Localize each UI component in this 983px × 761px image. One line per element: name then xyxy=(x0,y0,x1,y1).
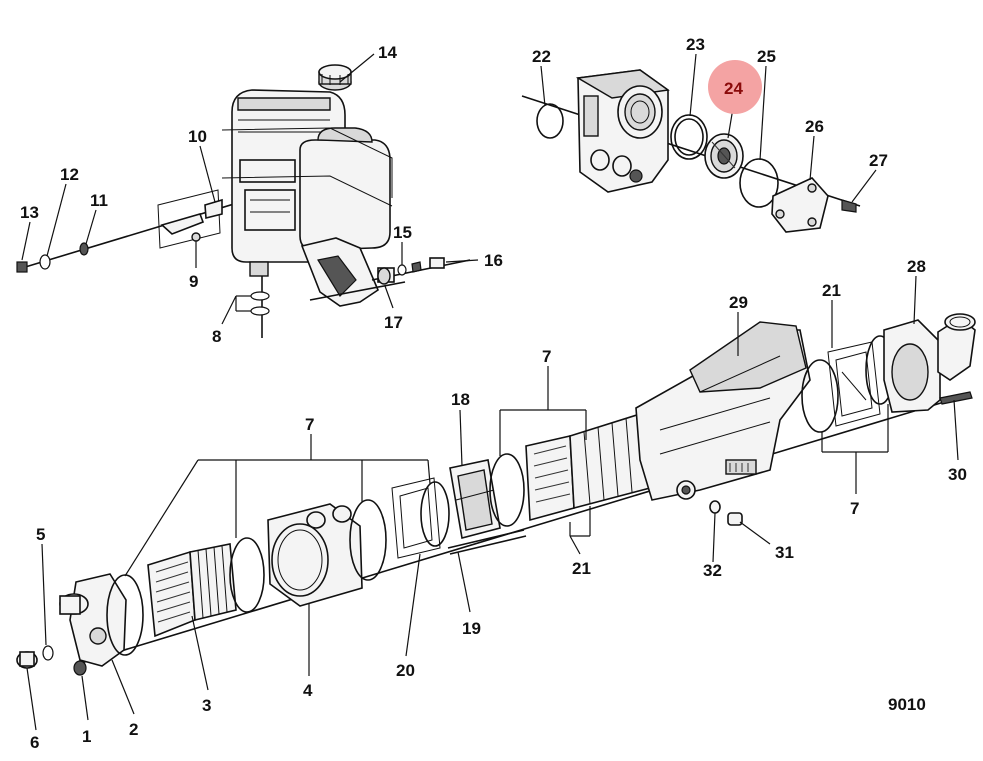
callout-19: 19 xyxy=(462,619,481,638)
callout-21-top: 21 xyxy=(822,281,841,300)
callout-highlight-24 xyxy=(708,60,762,114)
callout-8: 8 xyxy=(212,327,221,346)
callout-25: 25 xyxy=(757,47,776,66)
callout-24: 24 xyxy=(724,79,743,98)
callout-6: 6 xyxy=(30,733,39,752)
callout-11: 11 xyxy=(90,191,108,210)
callout-10: 10 xyxy=(188,127,207,146)
callout-27: 27 xyxy=(869,151,888,170)
callout-31: 31 xyxy=(775,543,794,562)
grille-3 xyxy=(155,561,191,623)
callout-28: 28 xyxy=(907,257,926,276)
callout-18: 18 xyxy=(451,390,470,409)
callout-14: 14 xyxy=(378,43,397,62)
callout-9: 9 xyxy=(189,272,198,291)
callout-labels: 1 2 3 4 5 6 7 7 7 8 9 10 11 12 13 14 15 … xyxy=(20,35,967,752)
grille-21 xyxy=(533,445,571,503)
callout-22: 22 xyxy=(532,47,551,66)
callout-12: 12 xyxy=(60,165,79,184)
callout-15: 15 xyxy=(393,223,412,242)
callout-2: 2 xyxy=(129,720,138,739)
callout-32: 32 xyxy=(703,561,722,580)
callout-1: 1 xyxy=(82,727,91,746)
callout-3: 3 xyxy=(202,696,211,715)
heat-exchanger-assembly xyxy=(16,313,976,676)
callout-4: 4 xyxy=(303,681,313,700)
callout-23: 23 xyxy=(686,35,705,54)
thermostat-housing-assembly xyxy=(521,69,861,233)
callout-7-right: 7 xyxy=(850,499,859,518)
callout-16: 16 xyxy=(484,251,503,270)
reservoir-assembly xyxy=(16,64,471,338)
callout-7-left: 7 xyxy=(305,415,314,434)
callout-29: 29 xyxy=(729,293,748,312)
drawing-number: 9010 xyxy=(888,695,926,714)
callout-17: 17 xyxy=(384,313,403,332)
leader-lines xyxy=(21,53,959,731)
callout-20: 20 xyxy=(396,661,415,680)
callout-13: 13 xyxy=(20,203,39,222)
callout-30: 30 xyxy=(948,465,967,484)
callout-21-bottom: 21 xyxy=(572,559,591,578)
callout-26: 26 xyxy=(805,117,824,136)
callout-5: 5 xyxy=(36,525,45,544)
callout-7-middle: 7 xyxy=(542,347,551,366)
